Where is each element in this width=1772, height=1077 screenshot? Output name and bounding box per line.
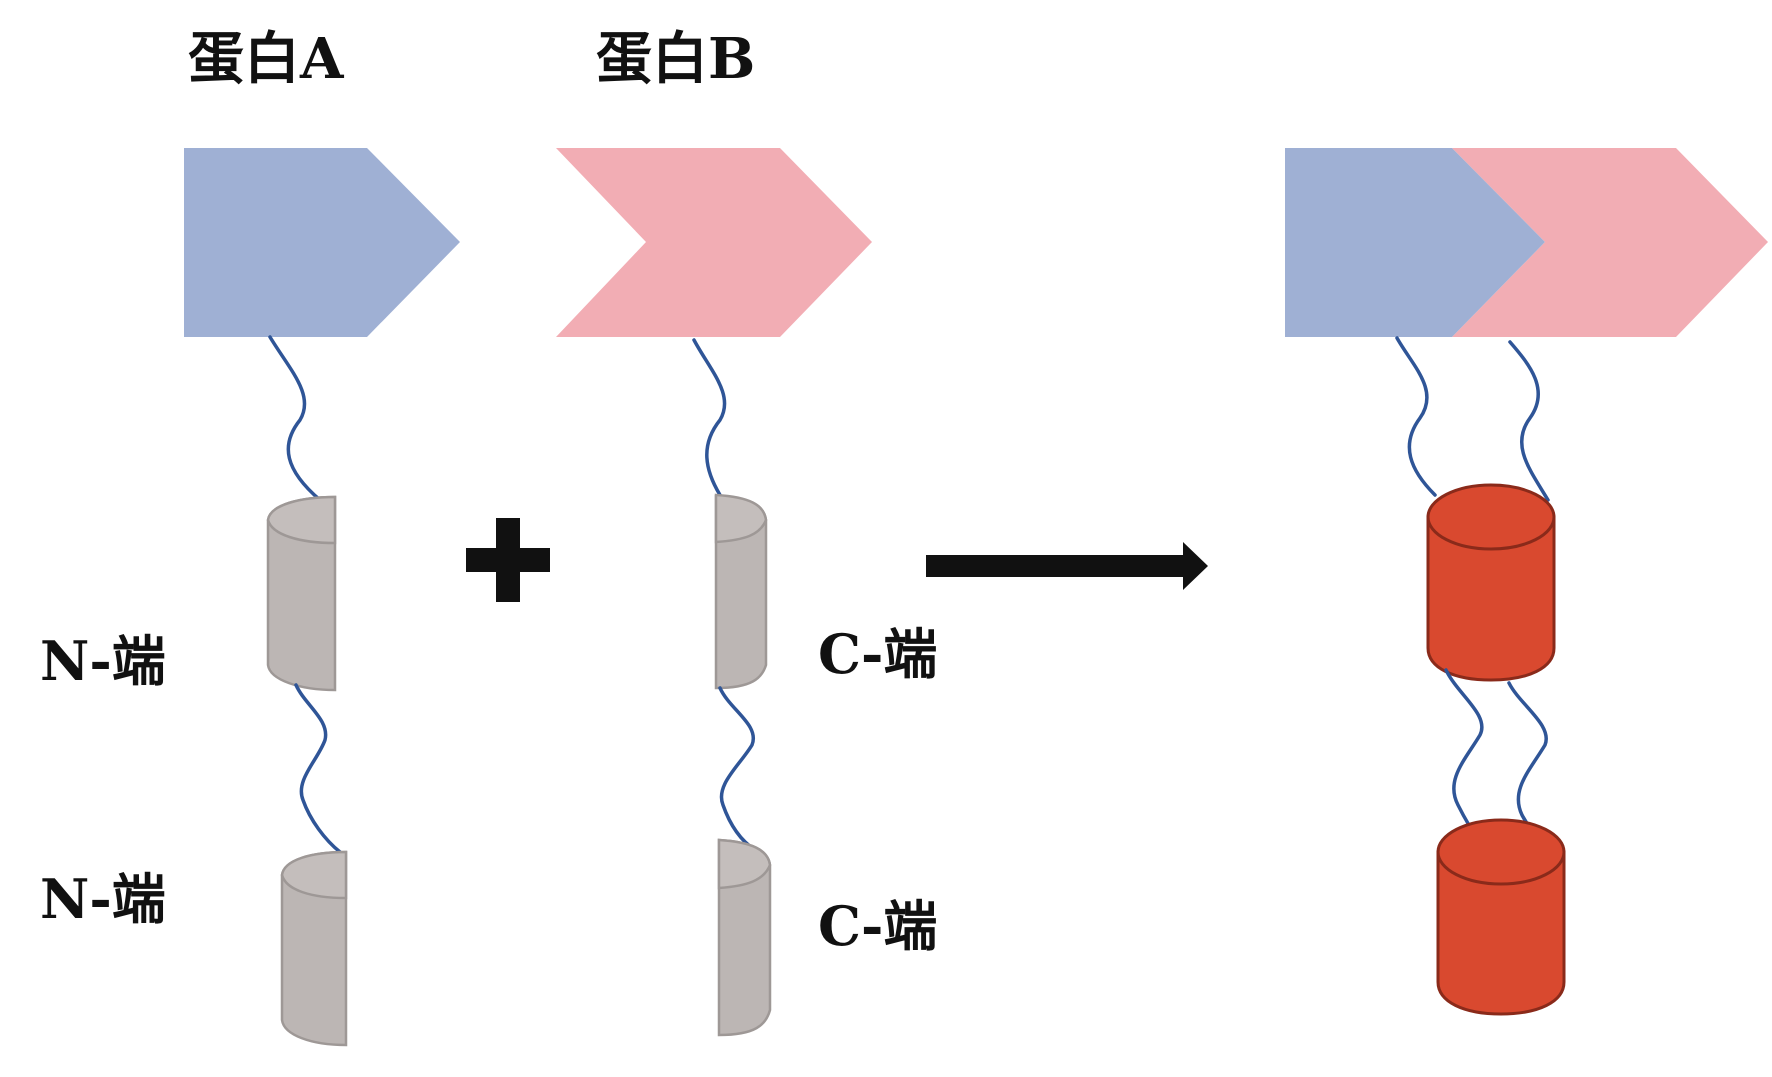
linker-a-upper	[268, 335, 322, 502]
linker-b-lower	[718, 686, 757, 852]
result-linker-a-upper	[1395, 336, 1437, 497]
split-fragment-b-upper	[714, 493, 768, 690]
split-fragment-a-upper	[266, 495, 337, 692]
reconstituted-domain-lower	[1436, 818, 1566, 1016]
split-fragment-a-lower	[280, 850, 348, 1047]
reconstituted-domain-upper	[1426, 483, 1556, 682]
combined-protein-b-shape	[1452, 148, 1768, 337]
c-terminus-label-upper: C-端	[818, 622, 937, 686]
result-linker-b-upper	[1508, 340, 1550, 502]
c-terminus-label-lower: C-端	[818, 894, 937, 958]
arrow-right-icon	[926, 542, 1208, 590]
protein-a-shape	[184, 148, 460, 337]
linker-a-lower	[294, 683, 342, 854]
n-terminus-label-lower: N-端	[40, 867, 166, 931]
result-linker-a-lower	[1444, 668, 1484, 844]
split-fragment-b-lower	[717, 838, 772, 1037]
linker-b-upper	[692, 338, 727, 497]
protein-b-shape	[556, 148, 872, 337]
protein-a-label: 蛋白A	[188, 26, 345, 92]
protein-b-label: 蛋白B	[596, 26, 755, 92]
n-terminus-label-upper: N-端	[40, 629, 166, 693]
combined-protein-a-shape	[1285, 148, 1545, 337]
plus-icon	[466, 518, 550, 602]
